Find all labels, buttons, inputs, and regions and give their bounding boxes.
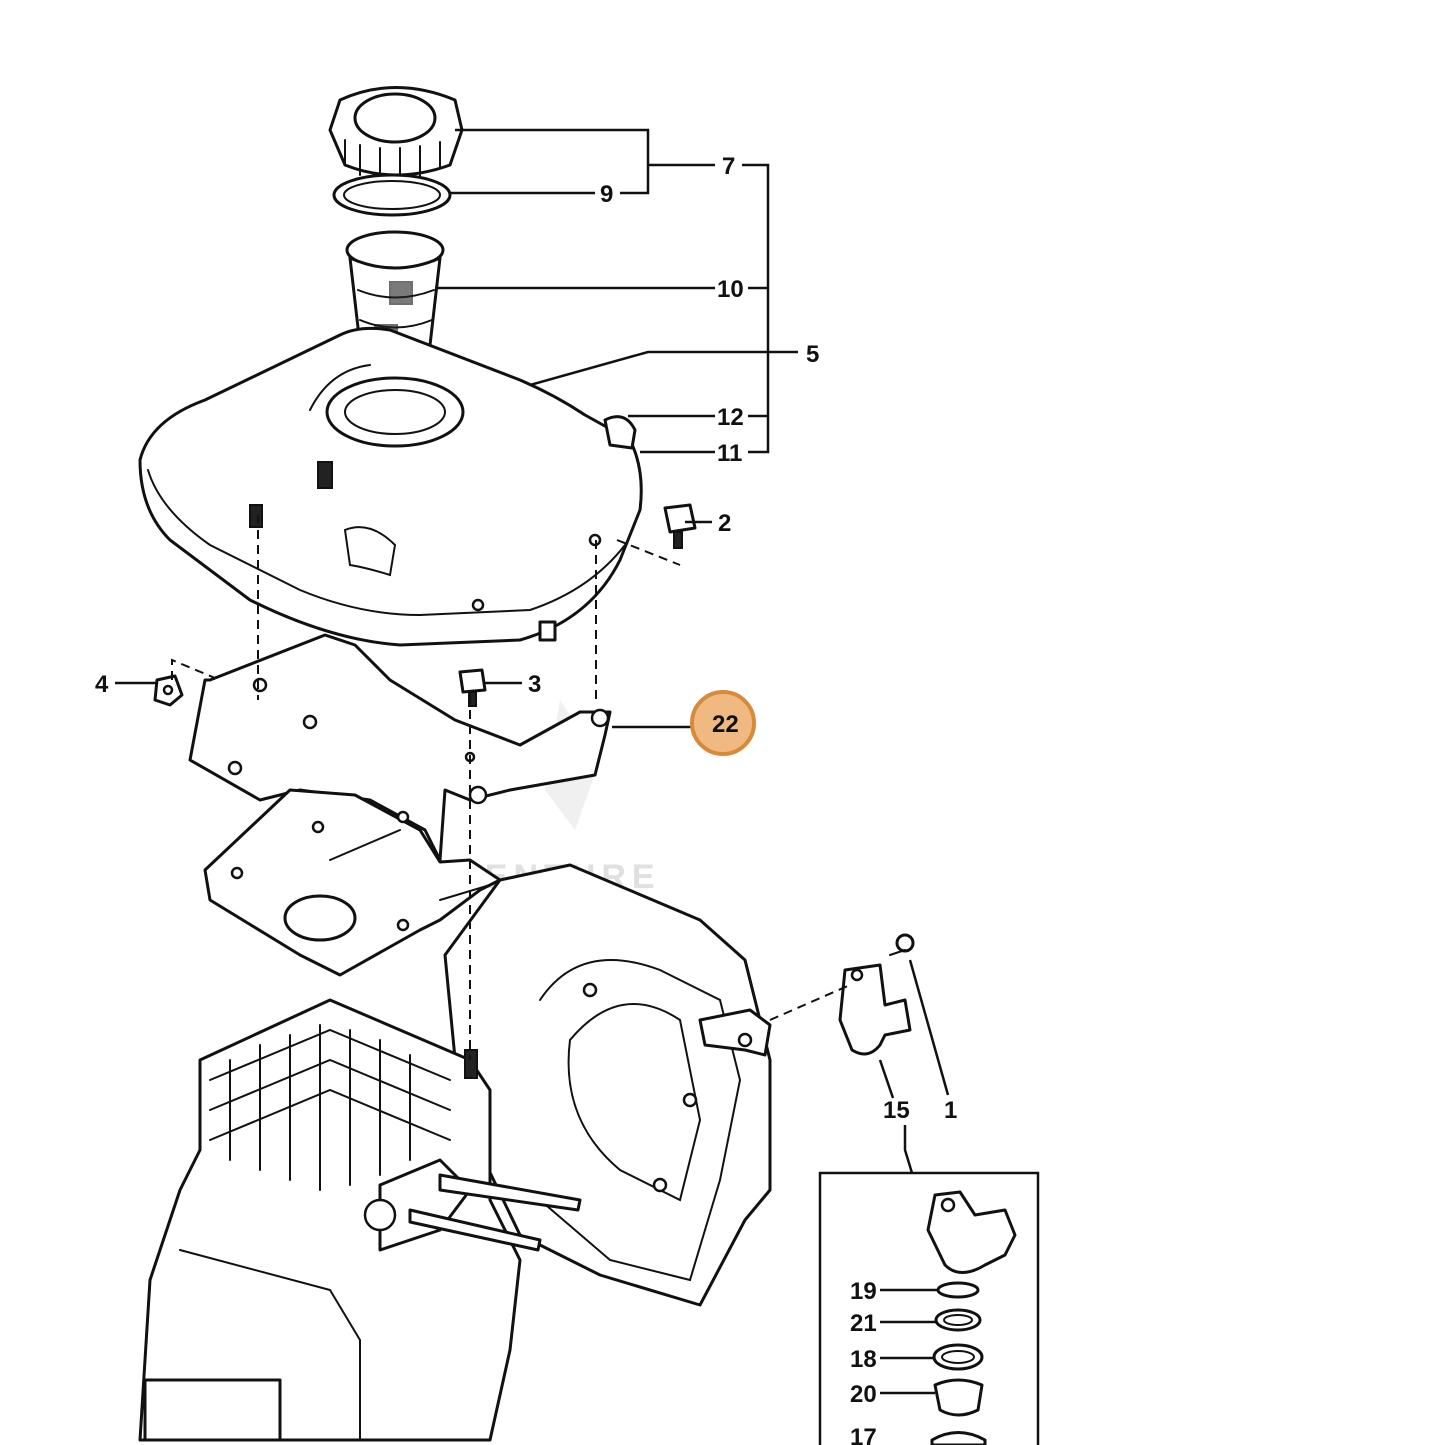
washer-icon [934,1308,982,1332]
tank-bracket-icon [188,633,612,977]
label-part-3: 3 [528,671,541,698]
label-part-12: 12 [717,404,744,431]
label-part-18: 18 [850,1346,877,1373]
bolt-icon [663,503,697,549]
cap-gasket-icon [332,173,452,217]
label-part-22[interactable]: 22 [712,711,739,738]
label-part-5: 5 [806,341,819,368]
highlighted-callout-22[interactable]: 22 [690,690,756,756]
cup-icon [933,1378,984,1417]
label-part-20: 20 [850,1381,877,1408]
o-ring-icon [936,1281,980,1299]
leader-lines [115,128,950,1395]
label-part-15: 15 [883,1097,910,1124]
engine-block-icon [138,998,582,1442]
label-part-19: 19 [850,1278,877,1305]
valve-detail-box [818,1171,1040,1445]
label-part-2: 2 [718,510,731,537]
label-part-10: 10 [717,276,744,303]
label-part-17: 17 [850,1424,877,1445]
bolt-icon [458,668,487,707]
label-part-21: 21 [850,1310,877,1337]
fuel-tank-icon [138,326,643,647]
callout-labels: 7 9 10 5 12 11 2 4 3 15 1 19 21 18 20 17 [95,153,957,1445]
fuel-valve-icon [838,933,915,1056]
nut-icon [153,674,184,707]
label-part-4: 4 [95,671,109,698]
fuel-cap-icon [328,86,464,183]
label-part-9: 9 [600,181,613,208]
label-part-7: 7 [722,153,735,180]
highlight-circle[interactable] [690,690,756,756]
alignment-lines [171,515,851,1060]
label-part-11: 11 [717,440,742,467]
label-part-1: 1 [944,1097,957,1124]
